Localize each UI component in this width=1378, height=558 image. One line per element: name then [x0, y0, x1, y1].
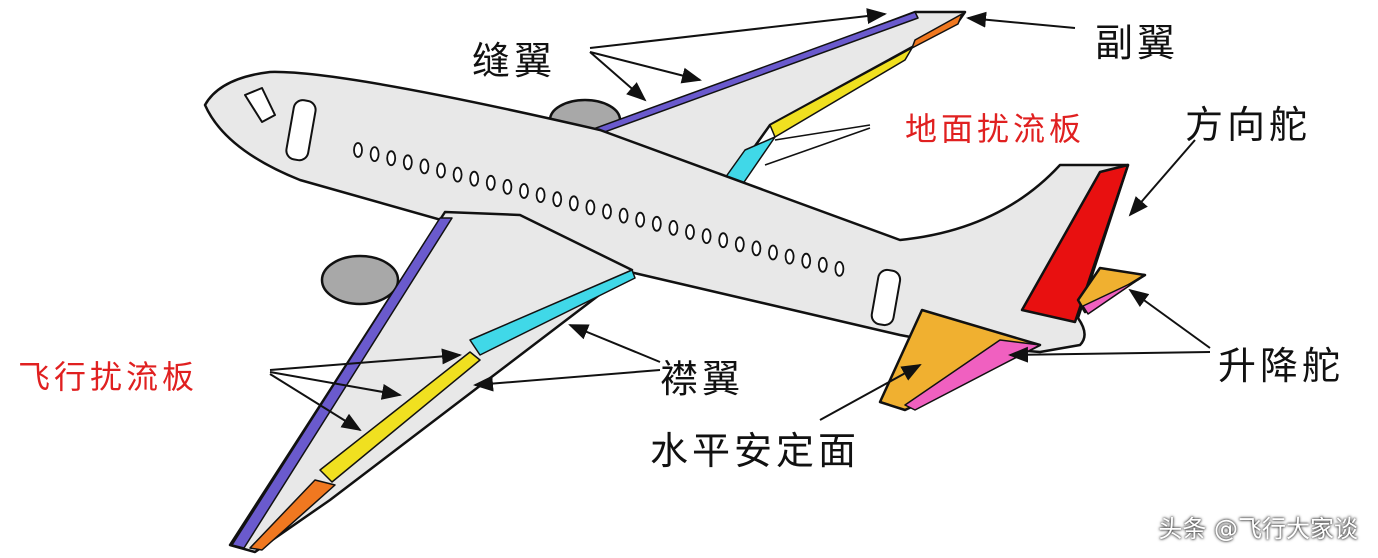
rudder: [1020, 163, 1130, 324]
window: [734, 236, 745, 253]
window: [568, 195, 579, 212]
window: [485, 174, 496, 191]
window: [784, 248, 795, 265]
window: [552, 191, 563, 208]
window: [353, 142, 363, 158]
window: [535, 187, 546, 204]
far-aileron: [911, 13, 963, 49]
label-aileron: 副翼: [1095, 21, 1180, 65]
window: [386, 150, 397, 167]
near-aileron: [249, 479, 336, 551]
cockpit-windows: [244, 87, 902, 327]
window: [585, 199, 596, 216]
label-rudder: 方向舵: [1185, 103, 1312, 147]
window: [452, 166, 463, 183]
window: [801, 252, 812, 269]
label-elevator: 升降舵: [1218, 344, 1345, 388]
window: [751, 240, 762, 257]
near-spoiler: [319, 351, 481, 483]
window: [519, 183, 529, 199]
window: [469, 170, 480, 187]
label-horizontal-stabilizer: 水平安定面: [650, 429, 861, 473]
far-elevator: [1082, 274, 1146, 315]
label-flap: 襟翼: [660, 357, 745, 401]
window: [685, 224, 695, 240]
window: [419, 158, 430, 175]
window: [768, 244, 778, 261]
window: [635, 211, 646, 228]
near-slat: [231, 217, 453, 549]
window: [651, 215, 662, 232]
near-elevator: [904, 339, 1041, 411]
window: [718, 232, 729, 249]
far-spoiler: [769, 47, 913, 138]
near-engine: [320, 254, 400, 306]
passenger-windows: [353, 142, 845, 277]
window: [402, 154, 413, 171]
watermark: 头条 @飞行大家谈: [1158, 515, 1358, 543]
window: [602, 203, 612, 220]
window: [834, 260, 845, 277]
window: [436, 162, 446, 179]
label-slat: 缝翼: [472, 39, 557, 83]
window: [668, 219, 679, 236]
label-ground-spoiler: 地面扰流板: [905, 110, 1086, 148]
near-flap: [469, 269, 636, 356]
window: [369, 146, 380, 163]
window: [817, 256, 828, 273]
window: [502, 178, 513, 195]
label-flight-spoiler: 飞行扰流板: [18, 358, 199, 396]
window: [618, 207, 629, 224]
window: [701, 228, 712, 245]
